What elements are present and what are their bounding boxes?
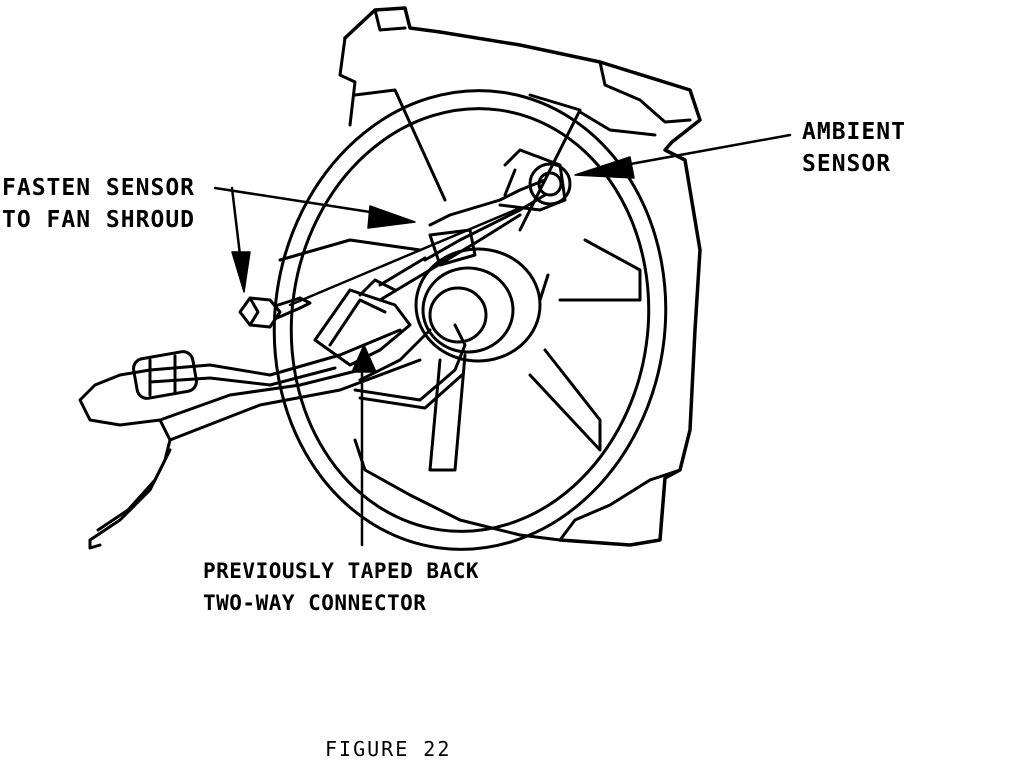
ambient-sensor-label-line-1: AMBIENT [802,119,906,145]
ambient-arrowhead-icon [574,156,635,179]
connector-label-line-1: PREVIOUSLY TAPED BACK [203,559,480,583]
connector-arrowhead-icon [351,344,377,373]
figure-caption: FIGURE 22 [325,737,452,761]
fan-shroud [338,6,702,547]
fasten-sensor-label-line-1: FASTEN SENSOR [2,175,196,201]
arrowheads [231,156,635,373]
wiring-harness [78,323,467,550]
harness-connector [132,350,198,400]
fasten-sensor-label: FASTEN SENSOR TO FAN SHROUD [2,172,195,236]
ambient-sensor-label-line-2: SENSOR [802,151,892,177]
connector-label-line-2: TWO-WAY CONNECTOR [203,591,427,615]
fasten-arrowhead-icon [367,205,416,229]
mounting-bolt [238,296,312,329]
bolt-arrowhead-icon [231,251,251,293]
leader-lines [213,133,792,547]
fan-ring [272,88,668,551]
fasten-bolt-leader-line [230,186,242,257]
ambient-sensor [378,148,572,302]
fan-hub [414,247,550,363]
fasten-sensor-label-line-2: TO FAN SHROUD [2,207,196,233]
two-way-connector [313,278,412,367]
ambient-leader-line [623,133,792,167]
connector-label: PREVIOUSLY TAPED BACK TWO-WAY CONNECTOR [203,555,479,619]
ambient-sensor-label: AMBIENT SENSOR [802,116,906,180]
fasten-leader-line [213,186,372,214]
